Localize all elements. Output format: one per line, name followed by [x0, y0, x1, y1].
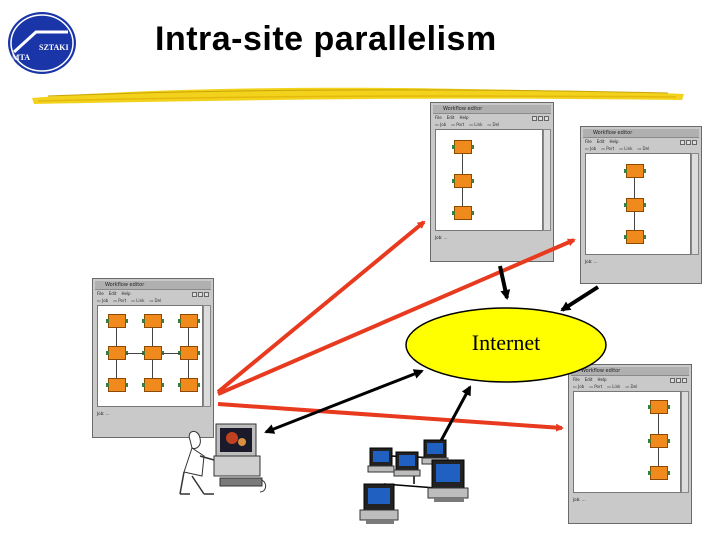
red-arrow-to-window-2: [217, 238, 576, 396]
red-arrow-to-window-1: [216, 220, 426, 394]
black-arrow-user-internet: [264, 369, 424, 434]
black-arrow-window1-internet: [498, 265, 511, 300]
workflow-canvas: [435, 129, 543, 231]
logo-text-left: MTA: [12, 53, 30, 62]
logo-text-right: SZTAKI: [39, 43, 69, 52]
mta-sztaki-logo: MTA SZTAKI: [8, 12, 76, 74]
workflow-canvas: [573, 391, 681, 493]
internet-label: Internet: [471, 330, 541, 355]
workflow-canvas: [585, 153, 691, 255]
black-arrow-window2-internet: [560, 285, 600, 312]
computer-network-icon: [359, 439, 469, 524]
internet-ellipse: [405, 307, 607, 383]
title-underline-stroke: [32, 87, 684, 104]
internet-cloud: [405, 307, 607, 383]
user-at-workstation-icon: [179, 423, 267, 495]
slide-title: Intra-site parallelism: [155, 20, 497, 58]
workflow-canvas: [97, 305, 203, 407]
